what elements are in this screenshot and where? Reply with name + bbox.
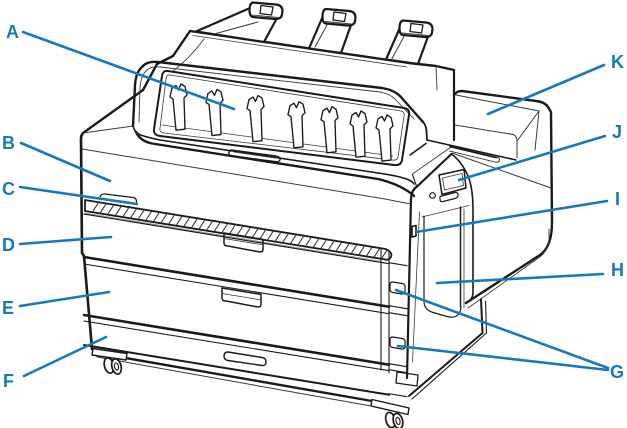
svg-text:D: D (2, 235, 15, 255)
svg-text:B: B (2, 133, 15, 153)
svg-text:C: C (2, 179, 15, 199)
svg-text:I: I (615, 189, 620, 209)
svg-text:H: H (611, 260, 624, 280)
svg-text:A: A (6, 22, 19, 42)
svg-text:K: K (611, 52, 624, 72)
svg-text:G: G (610, 362, 624, 382)
svg-text:J: J (612, 122, 622, 142)
svg-text:F: F (3, 371, 14, 391)
svg-text:E: E (2, 298, 14, 318)
